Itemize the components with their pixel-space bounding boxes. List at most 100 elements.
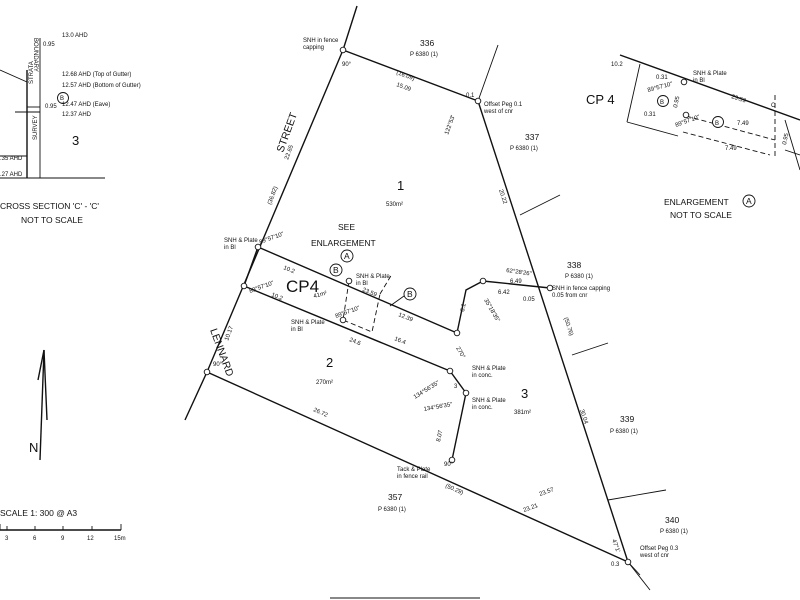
main-boundaries: [184, 5, 667, 591]
north-arrow-shaft: [39, 349, 45, 461]
dim-top-paren: (16.09): [395, 70, 415, 82]
dim-street: 22.65: [284, 144, 295, 161]
north-arrow-head: [37, 349, 48, 421]
angle-90-mid: 90°: [444, 462, 454, 468]
xs-strata-label: STRATA: [29, 61, 35, 84]
xs-title: CROSS SECTION 'C' - 'C': [0, 201, 99, 211]
dim-1017: 10.17: [224, 325, 235, 342]
dim-03: 0.3: [611, 562, 620, 568]
enl-left-line: [626, 63, 641, 123]
enl-circle-b-mark-a: [657, 95, 669, 107]
scale-tick-label-15m: 15m: [114, 536, 126, 542]
lot1-number: 1: [397, 178, 404, 193]
xs-not-to-scale: NOT TO SCALE: [21, 215, 83, 225]
mark-cp4-east: [345, 277, 353, 285]
scale-bar: [0, 524, 122, 531]
circle-a-letter: A: [344, 251, 350, 261]
parcel-337-plan: P 6380 (1): [510, 146, 538, 152]
lot2-area: 270m²: [316, 380, 333, 386]
circle-b-mark-right: [403, 287, 417, 301]
lot2-lot3-division: [449, 370, 467, 461]
angle-134-b: 134°56'35": [423, 402, 453, 413]
dim-right-paren: (50.76): [562, 317, 574, 337]
dim-3: 3: [454, 384, 458, 390]
street-extension-south: [184, 371, 208, 421]
xs-left-level-a: .35 AHD: [0, 156, 23, 162]
dim-top: 15.09: [395, 82, 412, 93]
survey-marks: [203, 46, 632, 566]
enl-dash-bottom: [682, 131, 771, 156]
dim-807: 8.07: [436, 429, 444, 442]
mark-tack-plate: [448, 456, 456, 464]
dim-102-a: 10.2: [282, 265, 296, 275]
angle-90-left: 90°: [213, 362, 223, 368]
right-boundary-line: [477, 100, 629, 563]
xs-survey-label: SURVEY: [33, 115, 39, 140]
bottom-boundary-line: [206, 371, 629, 563]
parcel-339-number: 339: [620, 414, 634, 424]
enl-angle-a: 89°57'10": [647, 81, 673, 93]
parcel-339-plan: P 6380 (1): [610, 429, 638, 435]
mark-cp4-north: [254, 243, 262, 251]
scale-tick-label-9: 9: [61, 536, 65, 542]
dim-street-paren: (36.82): [267, 186, 279, 206]
top-boundary-line: [342, 49, 479, 102]
xs-dim-095-b: 0.95: [45, 104, 57, 110]
dim-2672: 26.72: [312, 407, 329, 419]
boundary-336-extension: [477, 44, 499, 102]
enl-title-circle-a: [742, 194, 756, 208]
boundary-339-340-line: [607, 489, 667, 501]
street-frontage-line: [206, 49, 344, 373]
enl-circle-b-letter-a: B: [660, 100, 664, 106]
lot1-area: 530m²: [386, 202, 403, 208]
parcel-336-plan: P 6380 (1): [410, 52, 438, 58]
circle-b-letter-right: B: [407, 289, 413, 299]
enl-dim-749-b: 7.49: [725, 146, 737, 152]
mark-lot2-west: [203, 368, 211, 376]
enl-mark-a: [680, 78, 688, 86]
mark-cp4-se: [339, 316, 347, 324]
dim-102-b: 10.2: [270, 292, 284, 302]
xs-circle-b-mark: [57, 92, 69, 104]
xs-lot-number: 3: [72, 133, 79, 148]
mark-lot2-ne: [446, 367, 454, 375]
lot3-number: 3: [521, 386, 528, 401]
cp4-label: CP4: [286, 277, 319, 296]
cross-section-detail: [0, 38, 105, 179]
angle-right: 62°28'26": [506, 268, 532, 278]
lot2-number: 2: [326, 355, 333, 370]
dim-top-short: 0.1: [466, 93, 475, 99]
enl-dim-749-a: 7.49: [737, 121, 749, 127]
enl-right-edge: [784, 119, 800, 171]
enl-right-edge-b: [784, 149, 800, 156]
mark-north-corner: [339, 46, 347, 54]
parcel-336-number: 336: [420, 38, 434, 48]
dim-246: 24.6: [348, 337, 362, 347]
angle-top-90: 90°: [342, 62, 352, 68]
area-cp4: 41m²: [313, 291, 328, 300]
xs-roof-line: [0, 69, 28, 83]
xs-level-5: 12.37 AHD: [62, 112, 92, 118]
parcel-337-number: 337: [525, 132, 539, 142]
angle-47: 47°1': [610, 539, 620, 554]
cp4-dashed-return: [379, 273, 393, 295]
parcel-340-number: 340: [665, 515, 679, 525]
enlargement-label: ENLARGEMENT: [311, 238, 376, 248]
parcel-357-plan: P 6380 (1): [378, 507, 406, 513]
mark-step-a: [479, 277, 487, 285]
parcel-357-number: 357: [388, 492, 402, 502]
lot1-lot3-step-boundary: [456, 280, 551, 334]
circle-b-letter-cp4: B: [333, 265, 339, 275]
angle-270: 270°: [454, 346, 466, 360]
angle-355: 35°18'35": [482, 298, 500, 323]
cp4-west-link: [243, 246, 259, 287]
enl-title-circle-a-letter: A: [746, 196, 752, 206]
enl-title: ENLARGEMENT: [664, 197, 729, 207]
parcel-338-plan: P 6380 (1): [565, 274, 593, 280]
cp4-b-leader: [389, 295, 405, 307]
street-extension-north: [342, 5, 358, 51]
dim-2321: 23.21: [523, 503, 540, 514]
